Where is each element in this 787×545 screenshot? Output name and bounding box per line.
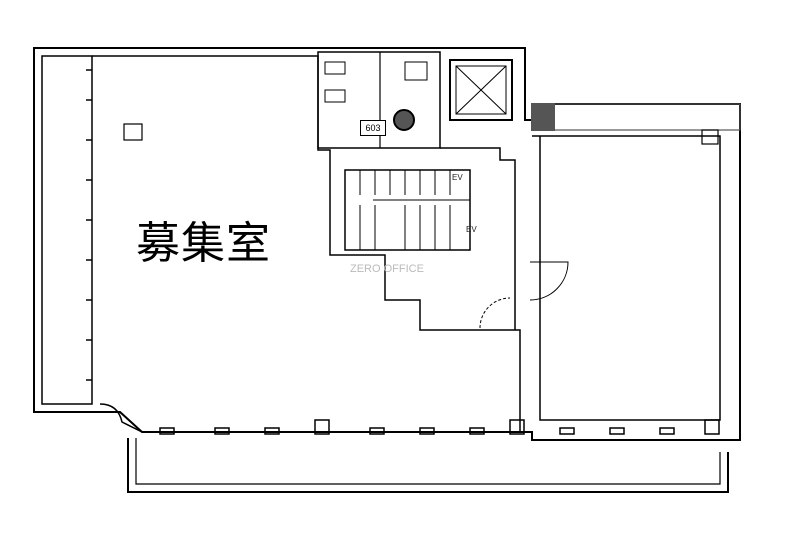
elevator-shaft bbox=[449, 59, 513, 121]
stair-area bbox=[344, 169, 471, 251]
right-room-wall bbox=[532, 135, 721, 421]
balcony-inner bbox=[135, 438, 721, 485]
outer-wall bbox=[33, 47, 741, 441]
toilet-fixture bbox=[393, 109, 415, 131]
corridor-wall bbox=[440, 147, 516, 330]
inner-wall bbox=[41, 55, 93, 405]
floor-stamp: 603 bbox=[360, 120, 386, 136]
door-right bbox=[529, 261, 569, 301]
stair-dn-tag: EV bbox=[466, 225, 477, 234]
toilet-area bbox=[317, 51, 441, 149]
hatched-wall bbox=[531, 103, 741, 131]
balcony bbox=[127, 438, 729, 493]
corner-column bbox=[99, 403, 143, 433]
stair-up-tag: EV bbox=[452, 173, 463, 182]
door-corridor bbox=[479, 297, 511, 329]
room-label: 募集室 bbox=[136, 218, 271, 269]
column-right bbox=[701, 129, 719, 145]
watermark: ZERO OFFICE bbox=[350, 263, 424, 275]
column-marker bbox=[123, 123, 143, 141]
